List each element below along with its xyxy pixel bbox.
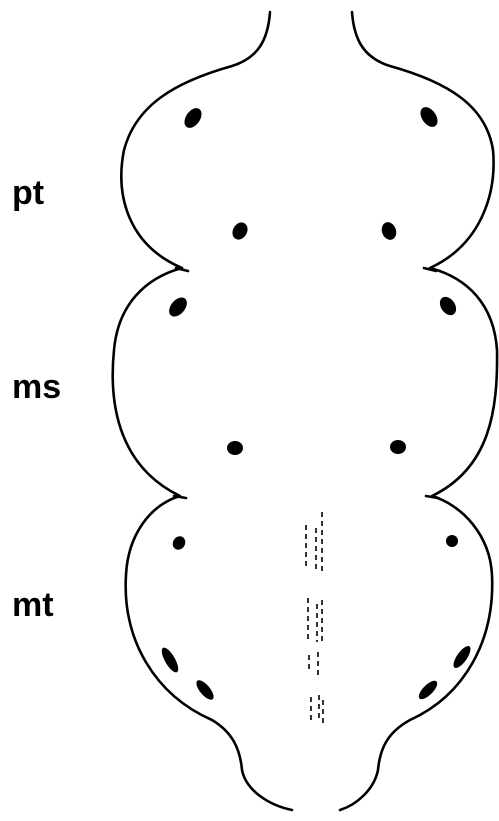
ms-spot-upper-left — [166, 294, 191, 320]
mt-spot-lower-left-1 — [159, 645, 182, 674]
pt-spot-upper-left — [181, 105, 205, 131]
mt-spot-lower-right-2 — [416, 678, 440, 702]
mt-spot-upper-right — [446, 535, 458, 547]
metathorax-label: mt — [12, 588, 54, 622]
pt-spot-lower-right — [379, 220, 398, 242]
pt-spot-upper-right — [417, 104, 441, 130]
ms-spot-lower-left — [227, 441, 243, 455]
right-body-outline — [340, 12, 497, 810]
mt-spot-upper-left — [170, 534, 187, 552]
ms-spot-upper-right — [437, 294, 460, 318]
mesothorax-label: ms — [12, 370, 61, 404]
mt-spot-lower-left-2 — [193, 678, 216, 703]
pt-spot-lower-left — [229, 220, 250, 243]
ms-spot-lower-right — [390, 440, 406, 454]
prothorax-label: pt — [12, 176, 44, 210]
